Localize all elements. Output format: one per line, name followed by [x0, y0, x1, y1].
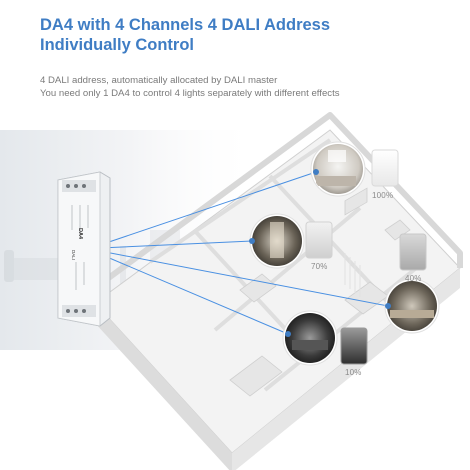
device-top-terminal — [62, 180, 96, 192]
room-photo-4 — [282, 310, 338, 366]
room-photo-1 — [310, 141, 366, 197]
connection-dots — [249, 169, 391, 337]
connection-dot-2 — [249, 238, 255, 244]
brightness-swatch-1 — [371, 149, 399, 187]
connection-dot-3 — [385, 303, 391, 309]
connection-line-4 — [99, 253, 289, 335]
level-label-1: 100% — [372, 191, 394, 200]
brightness-swatch-3 — [399, 233, 427, 271]
description-line-2: You need only 1 DA4 to control 4 lights … — [40, 88, 340, 99]
page-title: DA4 with 4 Channels 4 DALI Address Indiv… — [40, 15, 440, 55]
connection-lines — [99, 171, 389, 335]
device-model-label: DA4 — [77, 228, 83, 240]
brightness-swatch-4 — [340, 327, 368, 365]
device-bottom-terminal — [62, 305, 96, 317]
connection-line-2 — [99, 240, 253, 249]
level-label-2: 70% — [311, 262, 328, 271]
room-photo-2 — [249, 213, 305, 269]
description: 4 DALI address, automatically allocated … — [40, 74, 460, 100]
connection-dot-4 — [285, 331, 291, 337]
title-line-1: DA4 with 4 Channels 4 DALI Address — [40, 16, 331, 34]
description-line-1: 4 DALI address, automatically allocated … — [40, 75, 278, 86]
connection-dot-1 — [313, 169, 319, 175]
level-label-4: 10% — [345, 368, 362, 377]
room-photo-3 — [384, 278, 440, 334]
connection-line-1 — [99, 171, 317, 246]
device-brand-label: DALI — [71, 250, 76, 260]
level-label-3: 40% — [405, 274, 422, 283]
title-line-2: Individually Control — [40, 36, 195, 54]
brightness-swatch-2 — [305, 221, 333, 259]
connection-line-3 — [99, 250, 389, 307]
da4-controller: DA4 DALI — [57, 171, 111, 327]
